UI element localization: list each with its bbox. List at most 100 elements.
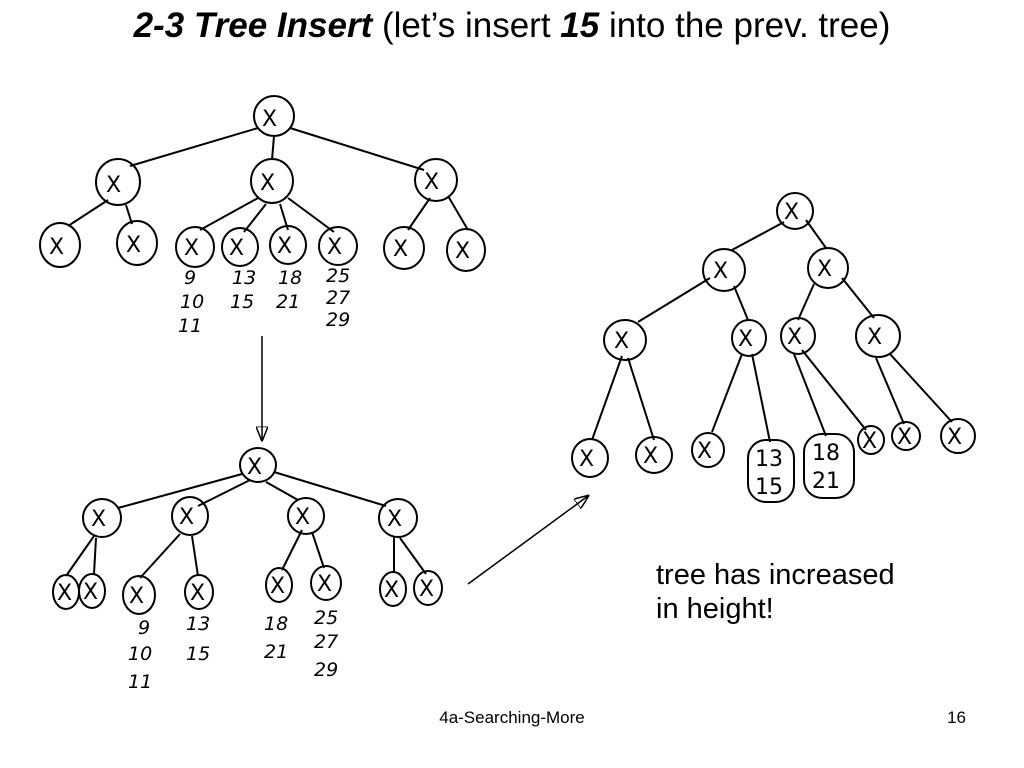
node-mark: X: [91, 507, 106, 532]
edge: [711, 353, 743, 433]
edge: [265, 481, 299, 501]
tree-node: [807, 247, 849, 289]
node-marks: X X X X X X X X X X X X X: [57, 455, 434, 609]
leaf-label: 18: [278, 267, 302, 289]
tree-after: X X X X X X X X X X X X X 13 15 18 21: [571, 192, 976, 503]
tree-node: [747, 439, 795, 503]
node-mark: X: [419, 577, 434, 602]
edge: [65, 535, 95, 577]
tree-node: [891, 421, 921, 451]
edge: [731, 221, 785, 251]
node-mark: X: [738, 327, 753, 352]
leaf-label: 13: [186, 613, 210, 635]
tree-node: [95, 158, 141, 206]
tree-node: [940, 418, 976, 454]
leaf-label: 21: [276, 291, 300, 313]
tree-node: [855, 314, 901, 358]
edge: [67, 199, 109, 227]
edge: [281, 529, 303, 571]
edge: [197, 479, 251, 507]
leaf-label: 13: [232, 267, 256, 289]
node-mark: X: [260, 171, 275, 196]
edge: [797, 283, 815, 321]
node-mark: X: [277, 234, 292, 259]
tree-node: [287, 497, 325, 535]
node-mark: X: [247, 455, 262, 480]
tree-node: [250, 158, 294, 204]
node-mark: X: [295, 505, 310, 530]
leaf-label: 25: [314, 607, 338, 629]
node-mark: X: [384, 578, 399, 603]
tree-node: [857, 425, 885, 455]
node-mark: X: [49, 235, 64, 260]
tree-node: [78, 573, 106, 609]
edge: [399, 537, 427, 575]
edge: [191, 535, 199, 577]
node-mark: X: [179, 505, 194, 530]
leaf-label: 10: [180, 291, 204, 313]
leaf-labels: 13 15 18 21: [755, 441, 840, 500]
leaf-label: 9: [138, 617, 150, 639]
node-mark: X: [83, 580, 98, 605]
node-mark: X: [184, 236, 199, 261]
edge: [841, 277, 875, 319]
edge: [271, 135, 275, 161]
tree-node: [253, 95, 295, 137]
node-mark: X: [455, 239, 470, 264]
edge: [875, 357, 905, 425]
leaf-labels: 9 10 11 13 15 18 21 25 27 29: [128, 607, 338, 693]
note-line-1: tree has increased: [656, 559, 895, 591]
tree-node: [446, 228, 486, 272]
node-mark: X: [393, 237, 408, 262]
node-mark: X: [327, 235, 342, 260]
node-marks: X X X X X X X X X X X X: [49, 107, 470, 264]
tree-node: [691, 432, 725, 468]
tree-node: [265, 567, 293, 603]
node-mark: X: [262, 107, 277, 132]
title-plain-1: (let’s insert: [372, 6, 561, 45]
node-mark: X: [862, 429, 877, 454]
tree-node: [269, 225, 307, 265]
edge: [591, 355, 623, 441]
leaf-label: 25: [326, 265, 350, 287]
edge: [447, 195, 469, 231]
node-mark: X: [697, 439, 712, 464]
tree-node: [318, 226, 358, 266]
node-mark: X: [424, 170, 439, 195]
node-mark: X: [190, 581, 205, 606]
tree-node: [39, 222, 81, 268]
tree-before: X X X X X X X X X X X X 9 10 11 13 15 18…: [39, 95, 486, 337]
title-bold: 2-3 Tree Insert: [133, 6, 373, 45]
edge: [801, 349, 867, 431]
leaf-label: 15: [186, 643, 210, 665]
tree-node: [414, 158, 458, 202]
leaf-label: 9: [184, 267, 196, 289]
edge: [627, 357, 655, 441]
leaf-labels: 9 10 11 13 15 18 21 25 27 29: [178, 265, 350, 337]
node-mark: X: [106, 173, 121, 198]
title-bold-2: 15: [560, 6, 600, 45]
tree-node: [82, 498, 122, 538]
edge: [407, 197, 431, 231]
leaf-label: 27: [314, 631, 338, 653]
tree-node: [702, 248, 746, 292]
edge: [311, 531, 325, 569]
node-mark: X: [713, 259, 728, 284]
edge: [751, 353, 771, 443]
edge: [125, 204, 133, 225]
node-mark: X: [387, 507, 402, 532]
tree-node: [175, 226, 215, 268]
leaf-label: 29: [326, 309, 350, 331]
node-mark: X: [947, 425, 962, 450]
tree-node: [603, 319, 647, 361]
height-note: tree has increased in height!: [656, 558, 895, 626]
tree-node: [171, 496, 209, 536]
leaf-label: 29: [314, 659, 338, 681]
node-mark: X: [317, 572, 332, 597]
tree-split: X X X X X X X X X X X X X 9 10 11 13 15 …: [52, 447, 443, 693]
tree-node: [116, 220, 158, 266]
edge: [199, 197, 259, 231]
edge: [805, 219, 827, 249]
node-mark: X: [579, 447, 594, 472]
